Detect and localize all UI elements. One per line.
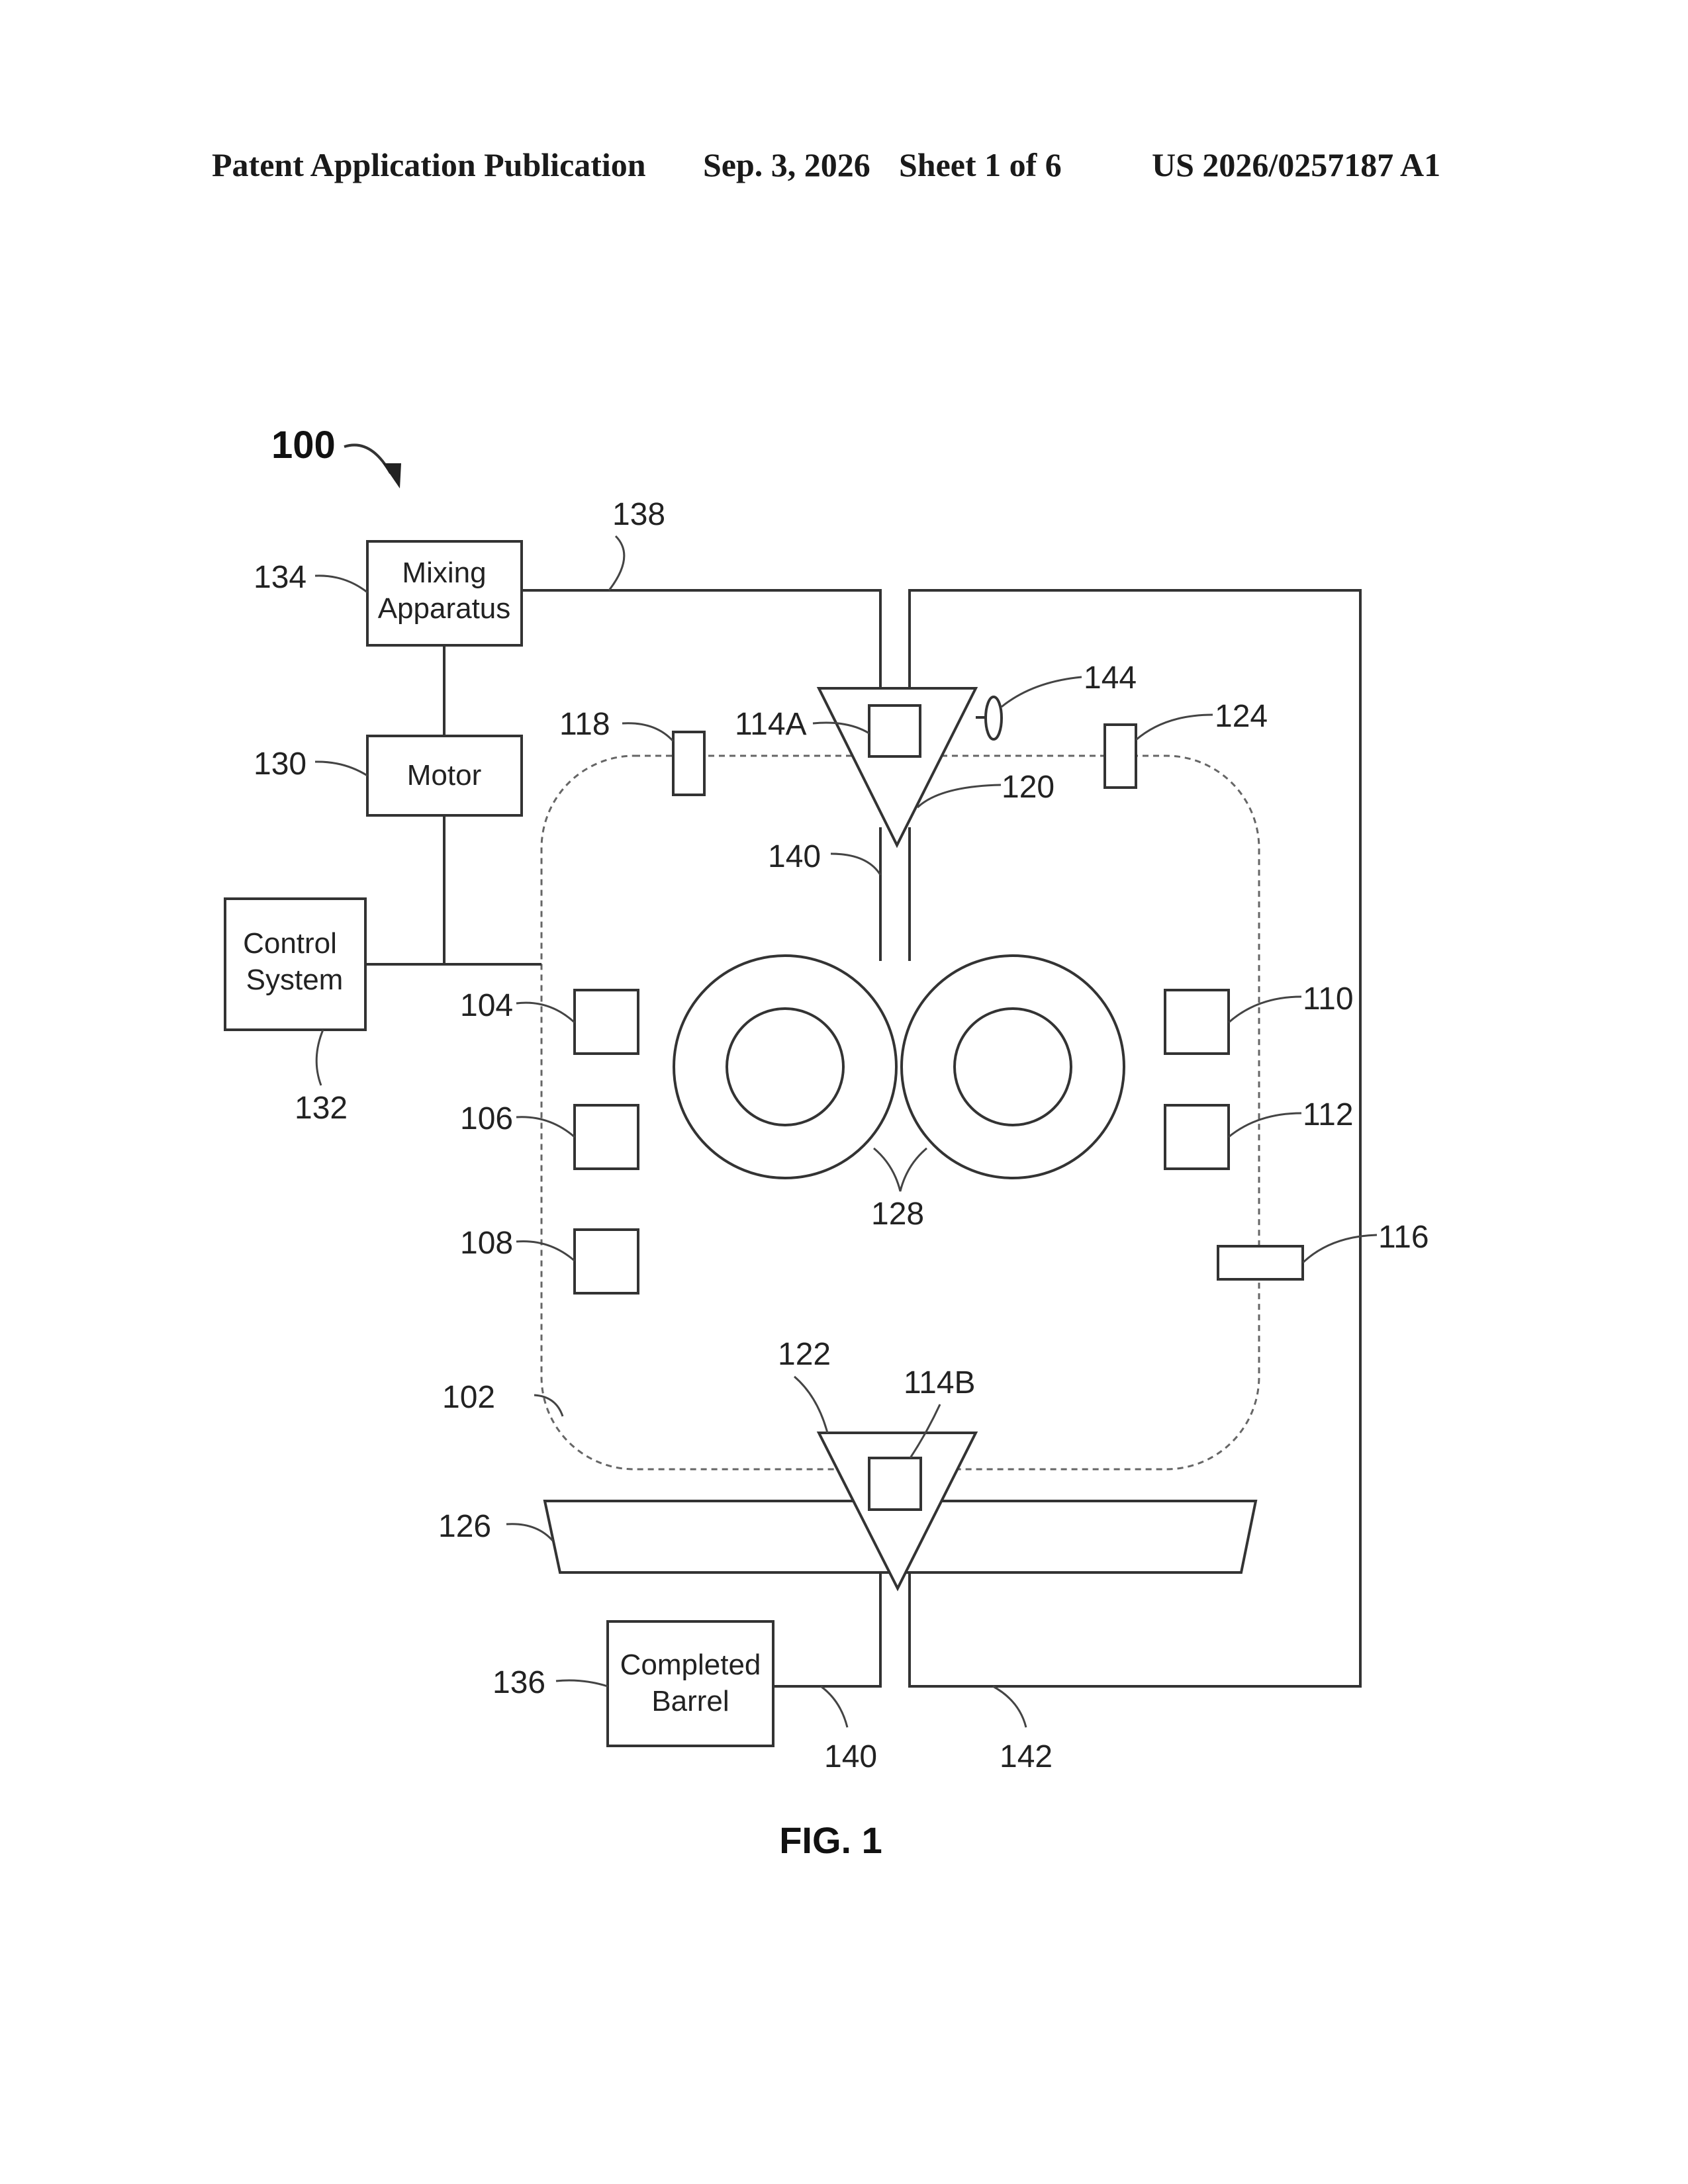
label-104: 104 xyxy=(460,988,513,1023)
leader-140-upper xyxy=(831,854,880,875)
label-126: 126 xyxy=(438,1509,491,1544)
control-system-label-line1: Control xyxy=(243,927,337,960)
label-116: 116 xyxy=(1378,1220,1429,1255)
leader-118 xyxy=(622,723,673,741)
label-144: 144 xyxy=(1084,660,1137,696)
label-130: 130 xyxy=(254,747,306,782)
figure-ref-100: 100 xyxy=(271,424,336,467)
leader-140-lower xyxy=(821,1686,847,1727)
completed-barrel-label-line1: Completed xyxy=(620,1649,761,1681)
label-106: 106 xyxy=(460,1101,513,1136)
leader-112 xyxy=(1229,1113,1301,1137)
label-142: 142 xyxy=(1000,1739,1053,1774)
label-120: 120 xyxy=(1002,770,1055,805)
leader-130 xyxy=(315,762,367,776)
leader-104 xyxy=(516,1003,575,1023)
label-110: 110 xyxy=(1303,981,1354,1017)
sensor-116 xyxy=(1218,1246,1303,1279)
label-112: 112 xyxy=(1303,1097,1354,1132)
label-140-upper: 140 xyxy=(768,839,821,874)
sensor-110 xyxy=(1165,990,1229,1054)
leader-128 xyxy=(874,1148,927,1191)
leader-138 xyxy=(609,536,624,590)
sensor-106 xyxy=(575,1105,638,1169)
figure-ref-arrowhead xyxy=(383,463,401,488)
label-132: 132 xyxy=(295,1091,348,1126)
label-122: 122 xyxy=(778,1337,831,1372)
sensor-114b xyxy=(869,1458,921,1510)
sensor-114a xyxy=(869,705,920,756)
leader-108 xyxy=(516,1242,575,1261)
leader-142 xyxy=(993,1686,1026,1727)
roller-left-inner xyxy=(727,1009,843,1125)
sensor-108 xyxy=(575,1230,638,1293)
leader-122 xyxy=(794,1377,827,1433)
label-128: 128 xyxy=(871,1197,924,1232)
valve-144 xyxy=(986,697,1002,739)
label-118: 118 xyxy=(559,707,610,742)
motor-label: Motor xyxy=(407,759,481,792)
label-108: 108 xyxy=(460,1226,513,1261)
label-102: 102 xyxy=(442,1380,495,1415)
leader-126 xyxy=(506,1524,553,1541)
leader-144 xyxy=(1002,677,1082,707)
mixing-apparatus-label-line2: Apparatus xyxy=(378,592,511,625)
completed-barrel-label-line2: Barrel xyxy=(651,1685,729,1717)
leader-132 xyxy=(316,1030,323,1085)
sensor-124 xyxy=(1105,725,1136,788)
line-140-lower xyxy=(773,1567,880,1686)
figure-ref-arrow xyxy=(344,445,391,473)
control-system-label-line2: System xyxy=(246,964,344,996)
label-124: 124 xyxy=(1215,699,1268,734)
line-138 xyxy=(522,590,880,688)
leader-124 xyxy=(1136,715,1213,740)
leader-120 xyxy=(917,785,1001,807)
leader-116 xyxy=(1303,1235,1377,1263)
sensor-112 xyxy=(1165,1105,1229,1169)
label-138: 138 xyxy=(612,497,665,532)
label-114b: 114B xyxy=(904,1365,976,1400)
leader-106 xyxy=(516,1117,575,1137)
roller-right-inner xyxy=(955,1009,1071,1125)
leader-110 xyxy=(1229,997,1301,1023)
leader-134 xyxy=(315,576,367,592)
sensor-118 xyxy=(673,732,704,795)
figure-caption: FIG. 1 xyxy=(779,1819,882,1861)
label-134: 134 xyxy=(254,560,306,595)
label-140-lower: 140 xyxy=(824,1739,877,1774)
leader-136 xyxy=(556,1680,608,1686)
chamber-102 xyxy=(541,756,1259,1469)
sensor-104 xyxy=(575,990,638,1054)
label-114a: 114A xyxy=(735,707,807,742)
mixing-apparatus-label-line1: Mixing xyxy=(402,557,486,589)
completed-barrel-box xyxy=(608,1621,773,1746)
label-136: 136 xyxy=(492,1665,545,1700)
